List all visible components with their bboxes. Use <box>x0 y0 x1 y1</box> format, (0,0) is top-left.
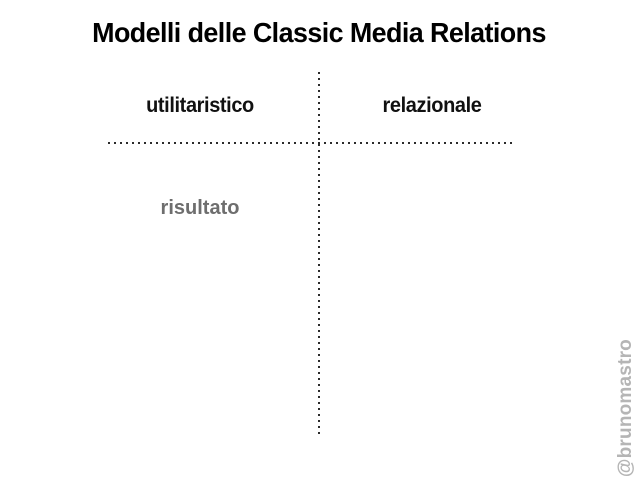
slide-title: Modelli delle Classic Media Relations <box>92 17 546 48</box>
quadrant-label-risultato: risultato <box>160 197 240 219</box>
vertical-dotted-axis <box>318 72 320 438</box>
horizontal-dotted-axis <box>108 142 514 144</box>
quadrant-header-relazionale: relazionale <box>382 94 482 117</box>
quadrant-header-utilitaristico: utilitaristico <box>146 94 254 117</box>
watermark-author-handle: @brunomastro <box>615 338 636 477</box>
